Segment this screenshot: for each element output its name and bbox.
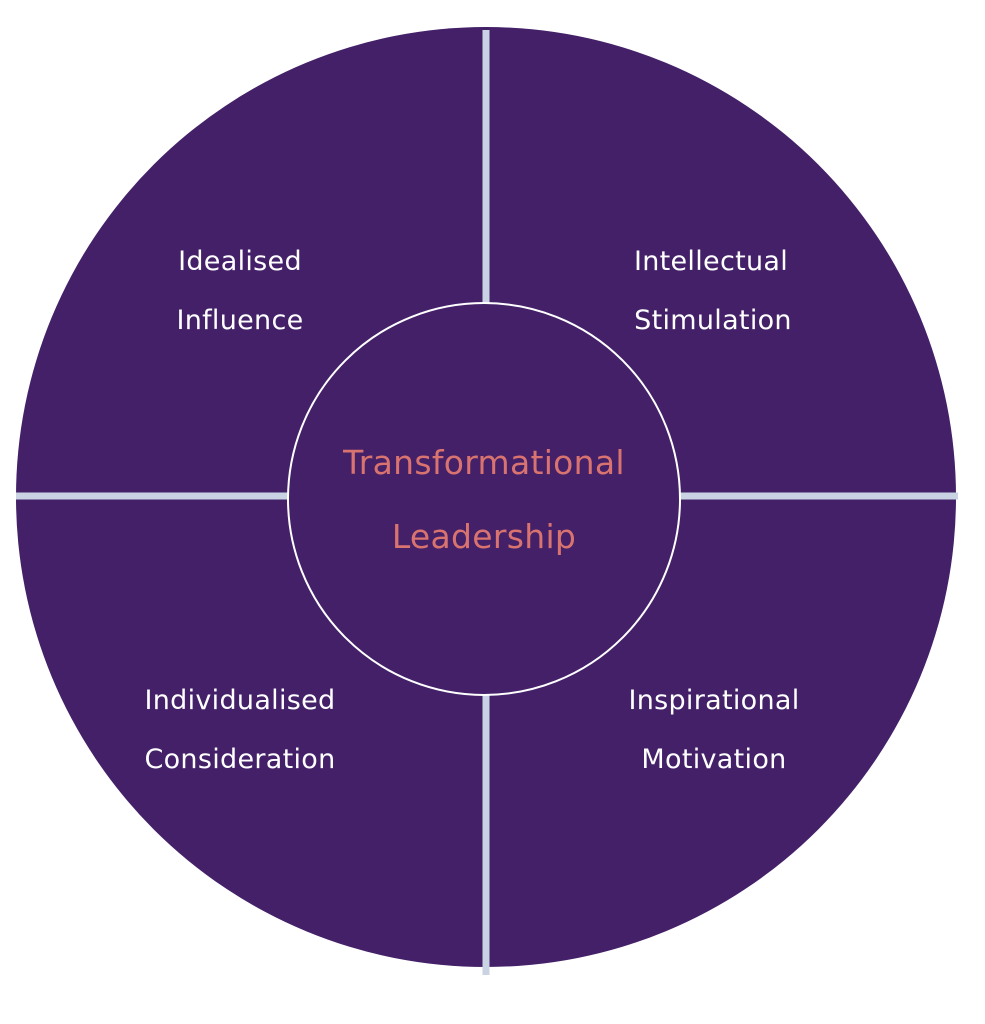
quadrant-bottom-right-line2: Motivation <box>641 744 786 775</box>
quadrant-top-left-line1: Idealised <box>178 246 302 277</box>
quadrant-bottom-left-line1: Individualised <box>144 685 335 716</box>
quadrant-bottom-right-line1: Inspirational <box>628 685 799 716</box>
quadrant-top-right-line2: Stimulation <box>634 305 792 336</box>
quadrant-top-right-line1: Intellectual <box>634 246 788 277</box>
inner-circle <box>287 302 681 696</box>
center-title-line1: Transformational <box>342 443 625 482</box>
center-title-line2: Leadership <box>392 517 576 556</box>
quadrant-bottom-left-line2: Consideration <box>144 744 335 775</box>
quadrant-top-left-line2: Influence <box>176 305 303 336</box>
